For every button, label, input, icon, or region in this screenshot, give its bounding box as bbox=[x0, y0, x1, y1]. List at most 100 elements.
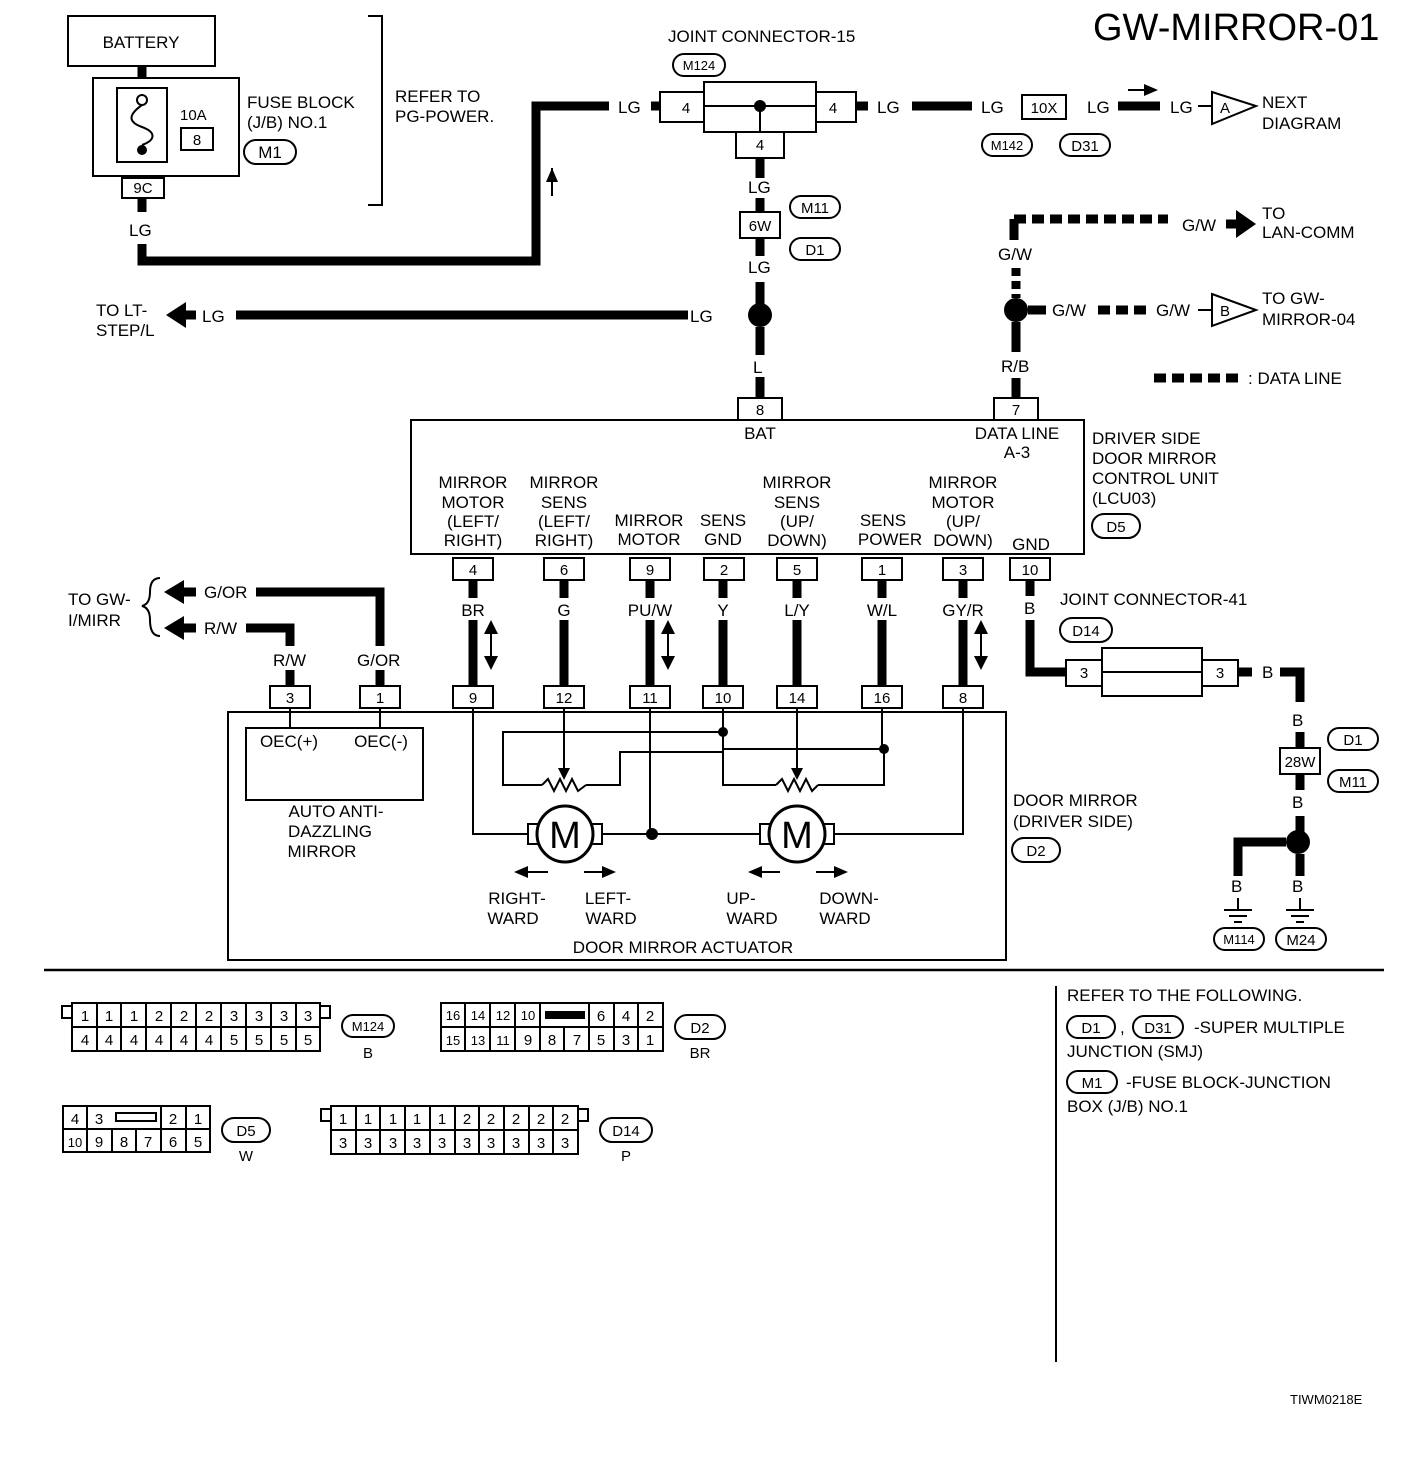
tag-m142: M142 bbox=[991, 138, 1024, 153]
wire-color-gw: G/W bbox=[998, 245, 1032, 264]
direction-label: LEFT- bbox=[585, 889, 631, 908]
pin: 4 bbox=[71, 1111, 79, 1128]
cu-terminal-label: RIGHT) bbox=[444, 531, 503, 550]
actuator-pin: 11 bbox=[642, 690, 658, 707]
cu-title-1: DRIVER SIDE bbox=[1092, 429, 1201, 448]
refer-tag-m1: M1 bbox=[1082, 1075, 1103, 1092]
actuator-internal bbox=[472, 708, 964, 840]
wire-color-lg: LG bbox=[877, 98, 900, 117]
cu-bat-label: BAT bbox=[744, 424, 776, 443]
wire-color-lg: LG bbox=[129, 221, 152, 240]
pin: 5 bbox=[194, 1134, 202, 1151]
wire-color-gw: G/W bbox=[1182, 216, 1216, 235]
fuse-block-label-1: FUSE BLOCK bbox=[247, 93, 355, 112]
pin: 6 bbox=[169, 1134, 177, 1151]
pin: 5 bbox=[597, 1032, 605, 1049]
cu-terminal-label: GND bbox=[704, 530, 742, 549]
pin: 2 bbox=[646, 1008, 654, 1025]
pin: 5 bbox=[255, 1032, 263, 1049]
pin: 3 bbox=[230, 1008, 238, 1025]
oec-minus: OEC(-) bbox=[354, 732, 408, 751]
wire-color: Y bbox=[717, 601, 728, 620]
wire-color-lg: LG bbox=[202, 307, 225, 326]
actuator-pin: 14 bbox=[789, 690, 806, 707]
pin: 2 bbox=[487, 1111, 495, 1128]
pin: 8 bbox=[548, 1032, 556, 1049]
wire-color-lg: LG bbox=[618, 98, 641, 117]
cu-data-pin: 7 bbox=[1012, 402, 1020, 419]
pin: 1 bbox=[389, 1111, 397, 1128]
wire-color-b: B bbox=[1292, 711, 1303, 730]
legend-data-line: : DATA LINE bbox=[1248, 369, 1342, 388]
connector-color: B bbox=[363, 1045, 373, 1062]
pin: 3 bbox=[438, 1135, 446, 1152]
gw-mirror-04-marker: B bbox=[1220, 303, 1230, 320]
auto-mirror-label: MIRROR bbox=[288, 842, 357, 861]
to-lt-step-1: TO LT- bbox=[96, 301, 147, 320]
diagram-title: GW-MIRROR-01 bbox=[1093, 7, 1379, 49]
connector-tag: D2 bbox=[690, 1020, 709, 1037]
cu-terminal-label: MIRROR bbox=[615, 511, 684, 530]
cu-terminal-label: SENS bbox=[774, 493, 820, 512]
refer-note1-line2: JUNCTION (SMJ) bbox=[1067, 1042, 1203, 1061]
refer-tag-d31: D31 bbox=[1144, 1020, 1172, 1037]
joint-connector-15-title: JOINT CONNECTOR-15 bbox=[668, 27, 855, 46]
direction-arrow-icon bbox=[816, 866, 848, 878]
to-gw-imirr-2: I/MIRR bbox=[68, 611, 121, 630]
cu-terminal-label: MOTOR bbox=[932, 493, 995, 512]
cu-terminal-label: (LEFT/ bbox=[447, 512, 499, 531]
wire-color-gw: G/W bbox=[1052, 301, 1086, 320]
pin: 3 bbox=[463, 1135, 471, 1152]
smj-6w-pin: 6W bbox=[749, 218, 772, 235]
refer-note2-line2: BOX (J/B) NO.1 bbox=[1067, 1097, 1188, 1116]
fuse-connector: 9C bbox=[133, 180, 152, 197]
pin: 4 bbox=[105, 1032, 113, 1049]
battery-label: BATTERY bbox=[103, 33, 180, 52]
to-lt-step-2: STEP/L bbox=[96, 321, 155, 340]
refer-notes: REFER TO THE FOLLOWING. D1 , D31 -SUPER … bbox=[1066, 986, 1345, 1116]
pin: 15 bbox=[446, 1033, 460, 1048]
cu-terminal-label: SENS bbox=[541, 493, 587, 512]
fuse-amp: 10A bbox=[180, 107, 207, 124]
connector-color: P bbox=[621, 1148, 631, 1165]
pin: 3 bbox=[255, 1008, 263, 1025]
pin: 2 bbox=[180, 1008, 188, 1025]
connector-face-d2: 16 14 12 10 6 4 2 15 13 11 9 8 7 5 3 1 D… bbox=[440, 1002, 726, 1062]
wire-color-b: B bbox=[1262, 663, 1273, 682]
pin: 13 bbox=[471, 1033, 485, 1048]
next-diagram-1: NEXT bbox=[1262, 93, 1307, 112]
pin: 5 bbox=[304, 1032, 312, 1049]
cu-terminal-label: (UP/ bbox=[780, 512, 814, 531]
wire-color-lg: LG bbox=[981, 98, 1004, 117]
pin: 7 bbox=[144, 1134, 152, 1151]
pin: 3 bbox=[339, 1135, 347, 1152]
cu-terminal-label: MIRROR bbox=[929, 473, 998, 492]
pin: 1 bbox=[438, 1111, 446, 1128]
cu-terminal-label: DOWN) bbox=[767, 531, 826, 550]
next-diagram-2: DIAGRAM bbox=[1262, 114, 1341, 133]
actuator-pins: 3 1 9 12 11 10 14 16 8 bbox=[269, 685, 984, 709]
direction-label: UP- bbox=[726, 889, 755, 908]
cu-terminal-label: SENS bbox=[860, 511, 906, 530]
refer-note2-line1: -FUSE BLOCK-JUNCTION bbox=[1126, 1073, 1331, 1092]
fuse-block-label-2: (J/B) NO.1 bbox=[247, 113, 327, 132]
door-mirror-label-2: (DRIVER SIDE) bbox=[1013, 812, 1133, 831]
smj-6w-tag2: D1 bbox=[805, 242, 824, 259]
cu-pin: 9 bbox=[646, 562, 654, 579]
cu-tag: D5 bbox=[1106, 519, 1125, 536]
cu-title-3: CONTROL UNIT bbox=[1092, 469, 1219, 488]
smj-6w-tag1: M11 bbox=[801, 200, 829, 217]
smj-28w-tag1: D1 bbox=[1343, 732, 1362, 749]
wire-color-l: L bbox=[753, 358, 762, 377]
joint-connector-41-title: JOINT CONNECTOR-41 bbox=[1060, 590, 1247, 609]
pin: 1 bbox=[130, 1008, 138, 1025]
fuse-number: 8 bbox=[193, 132, 201, 149]
to-gw-imirr-1: TO GW- bbox=[68, 590, 131, 609]
wire-color-lg: LG bbox=[1087, 98, 1110, 117]
cu-bottom-pins: 4 6 9 2 5 1 3 10 bbox=[452, 557, 1051, 581]
pin: 8 bbox=[120, 1134, 128, 1151]
refer-pg-2: PG-POWER. bbox=[395, 107, 494, 126]
pin: 3 bbox=[95, 1111, 103, 1128]
pin: 7 bbox=[573, 1032, 581, 1049]
pin: 16 bbox=[446, 1008, 460, 1023]
